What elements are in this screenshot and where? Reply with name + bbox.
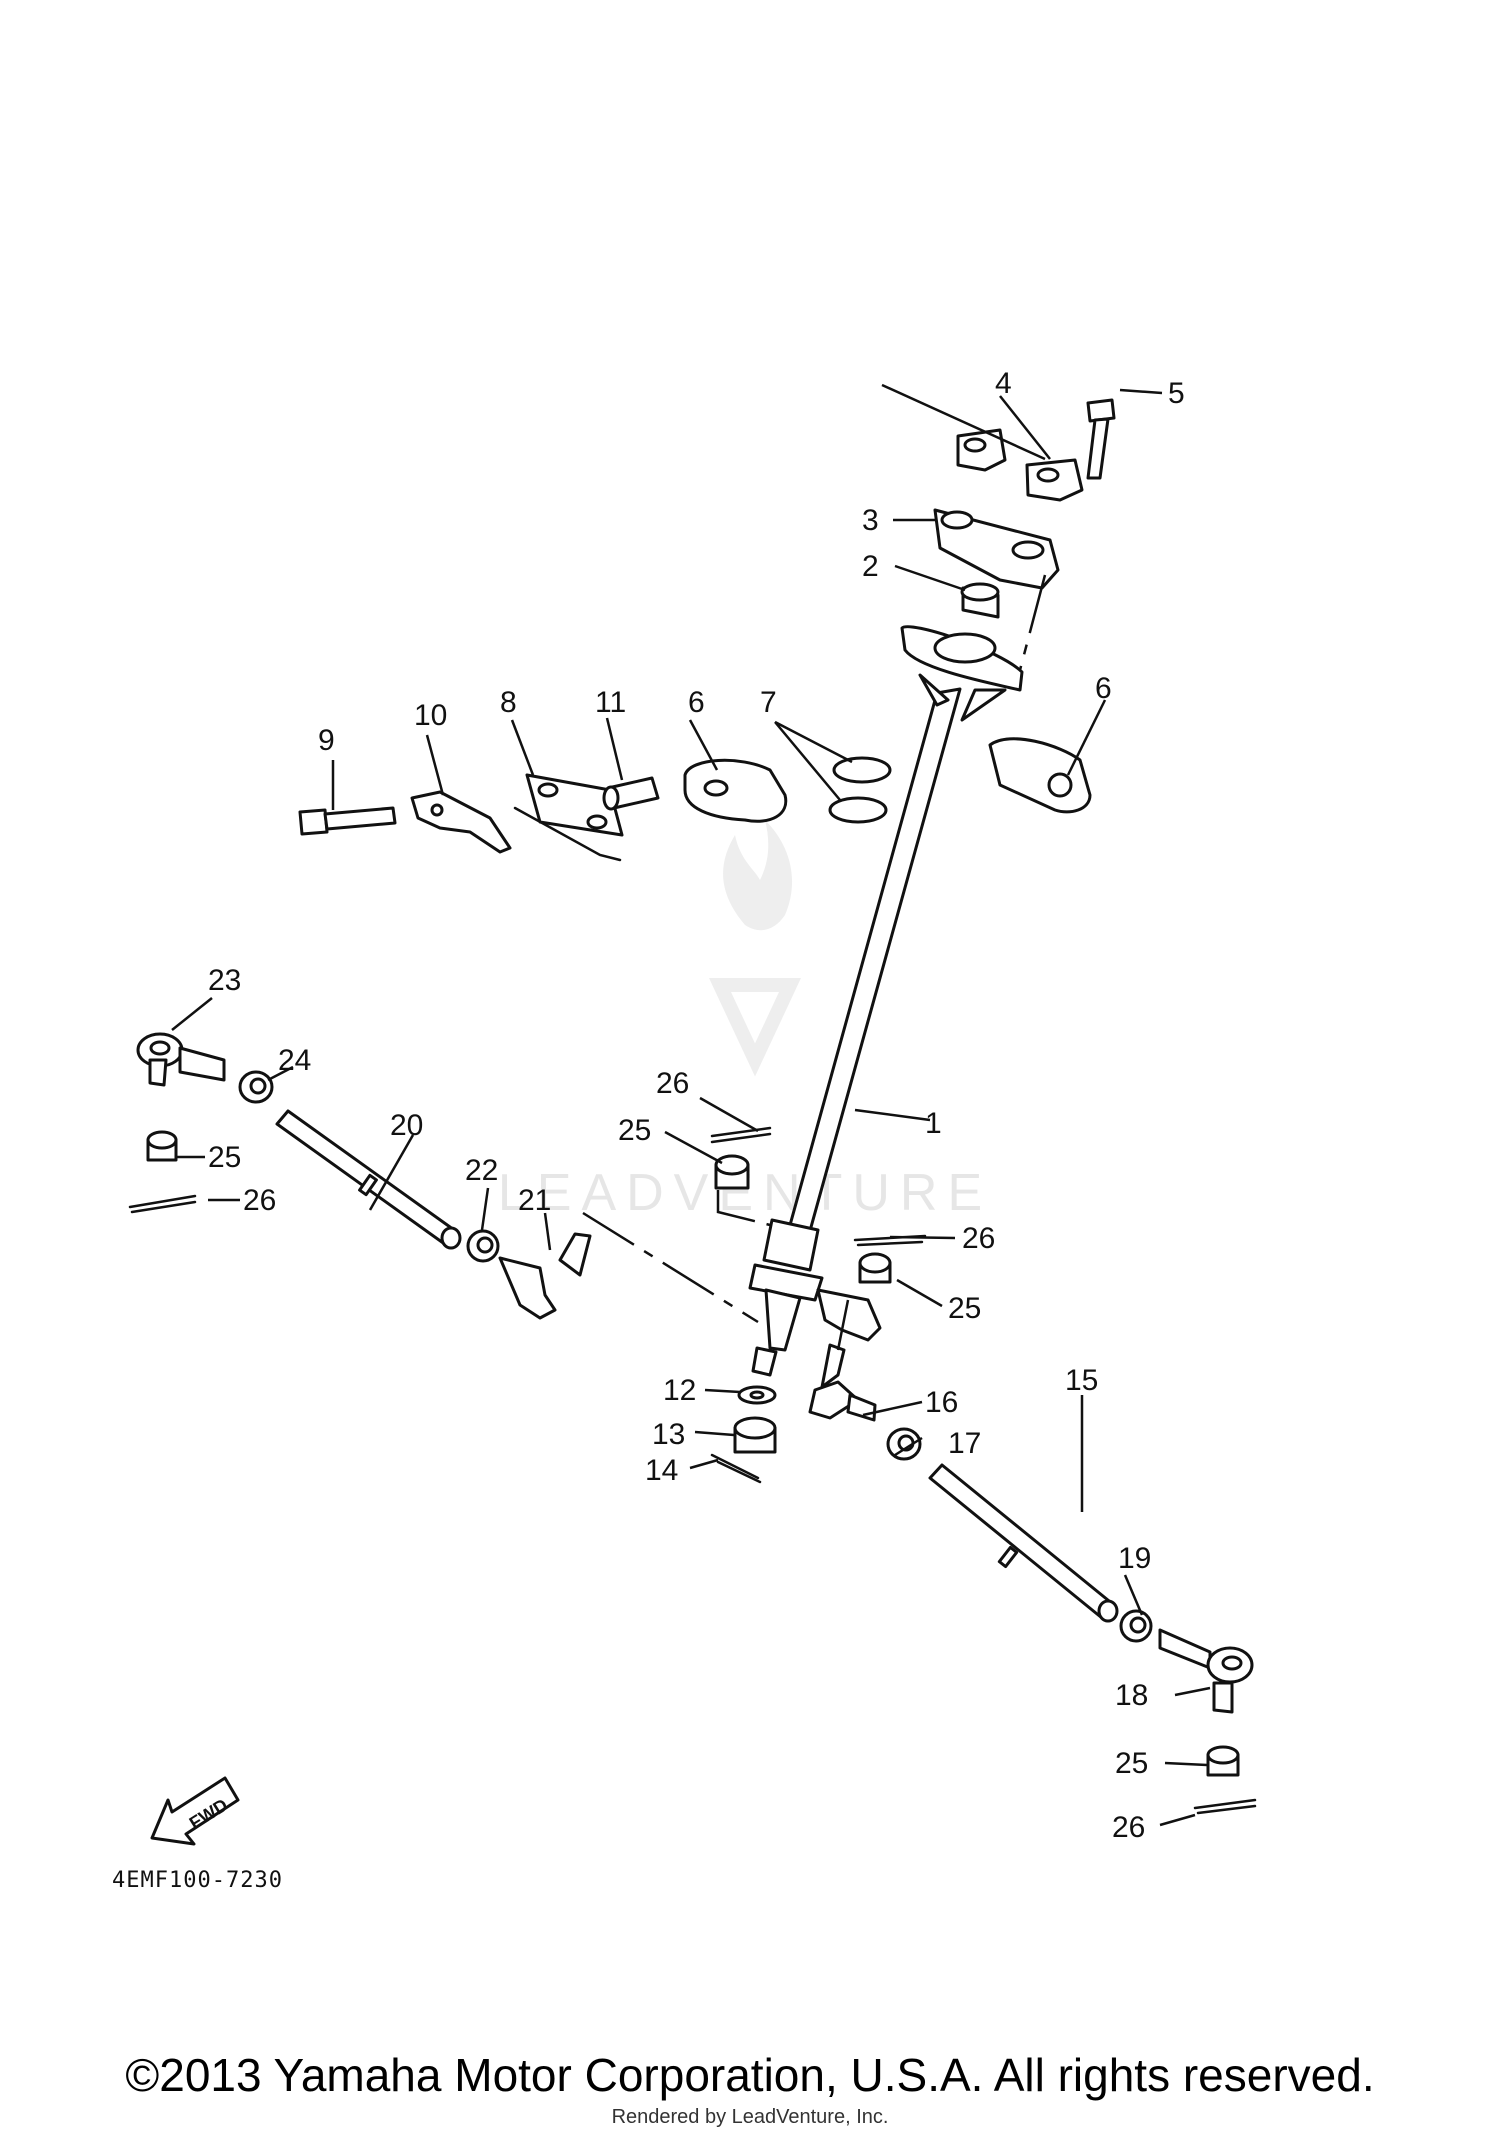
washer-12 <box>737 1385 777 1405</box>
callout-9: 9 <box>318 724 335 757</box>
handlebar-holder-lower <box>933 508 1060 590</box>
callout-21: 21 <box>518 1184 551 1217</box>
nut-25-c <box>146 1130 178 1162</box>
callout-14: 14 <box>645 1454 678 1487</box>
callout-22: 22 <box>465 1154 498 1187</box>
assembly-lines <box>582 574 1047 1351</box>
cotter-pins-26 <box>128 1126 1257 1815</box>
callout-19: 19 <box>1118 1542 1151 1575</box>
callout-13: 13 <box>652 1418 685 1451</box>
leader-lines <box>171 383 1211 1827</box>
callout-25-upper: 25 <box>618 1114 651 1147</box>
callout-25-mid: 25 <box>948 1292 981 1325</box>
handlebar-holder-upper <box>956 428 1084 502</box>
callout-6-left: 6 <box>688 686 705 719</box>
nut-13 <box>733 1416 777 1454</box>
circlips <box>828 756 892 824</box>
lock-washer <box>410 790 512 854</box>
callout-26-right: 26 <box>1112 1811 1145 1844</box>
callout-26-upper: 26 <box>656 1067 689 1100</box>
locknut-right <box>886 1427 922 1461</box>
tie-rod-end-left-inner <box>498 1232 592 1320</box>
locknut-right-outer <box>1119 1609 1153 1643</box>
collar-pin <box>602 776 660 811</box>
bushing <box>960 582 1000 619</box>
callout-17: 17 <box>948 1427 981 1460</box>
callout-5: 5 <box>1168 377 1185 410</box>
drawing-code: 4EMF100-7230 <box>112 1868 283 1893</box>
cotter-pin-14 <box>710 1453 762 1484</box>
callout-16: 16 <box>925 1386 958 1419</box>
callout-26-mid: 26 <box>962 1222 995 1255</box>
callout-20: 20 <box>390 1109 423 1142</box>
nut-25-a <box>714 1154 750 1190</box>
collar-right <box>988 737 1092 814</box>
callout-2: 2 <box>862 550 879 583</box>
collar-left <box>683 758 788 823</box>
tie-rod-end-left-outer <box>136 1032 226 1087</box>
nut-25-d <box>1206 1745 1240 1777</box>
callout-3: 3 <box>862 504 879 537</box>
tie-rod-end-right-outer <box>1158 1628 1254 1714</box>
callout-23: 23 <box>208 964 241 997</box>
callout-12: 12 <box>663 1374 696 1407</box>
callout-7: 7 <box>760 686 777 719</box>
callout-18: 18 <box>1115 1679 1148 1712</box>
callout-25-right: 25 <box>1115 1747 1148 1780</box>
copyright-notice: ©2013 Yamaha Motor Corporation, U.S.A. A… <box>125 2049 1375 2101</box>
bolt-left <box>298 806 397 836</box>
plate <box>513 773 624 862</box>
callout-4: 4 <box>995 367 1012 400</box>
tie-rod-left <box>275 1109 462 1250</box>
bolt-top <box>1086 398 1116 480</box>
rendered-by-credit: Rendered by LeadVenture, Inc. <box>611 2106 889 2128</box>
callout-24: 24 <box>278 1044 311 1077</box>
callout-25-left: 25 <box>208 1141 241 1174</box>
tie-rod-right <box>928 1463 1119 1623</box>
callout-1: 1 <box>925 1107 942 1140</box>
tie-rod-end-right-inner <box>808 1343 877 1422</box>
fwd-arrow-icon: FWD <box>150 1776 240 1846</box>
callout-11: 11 <box>595 686 626 719</box>
callout-10: 10 <box>414 699 447 732</box>
callout-6-right: 6 <box>1095 672 1112 705</box>
steering-column <box>748 625 1024 1377</box>
locknut-left-inner <box>466 1229 500 1263</box>
callout-8: 8 <box>500 686 517 719</box>
callout-26-left: 26 <box>243 1184 276 1217</box>
callout-15: 15 <box>1065 1364 1098 1397</box>
callouts: 4 5 3 2 6 6 7 8 11 10 9 23 24 25 26 20 2… <box>208 367 1185 1844</box>
nut-25-b <box>858 1252 892 1284</box>
locknut-left <box>238 1070 274 1104</box>
